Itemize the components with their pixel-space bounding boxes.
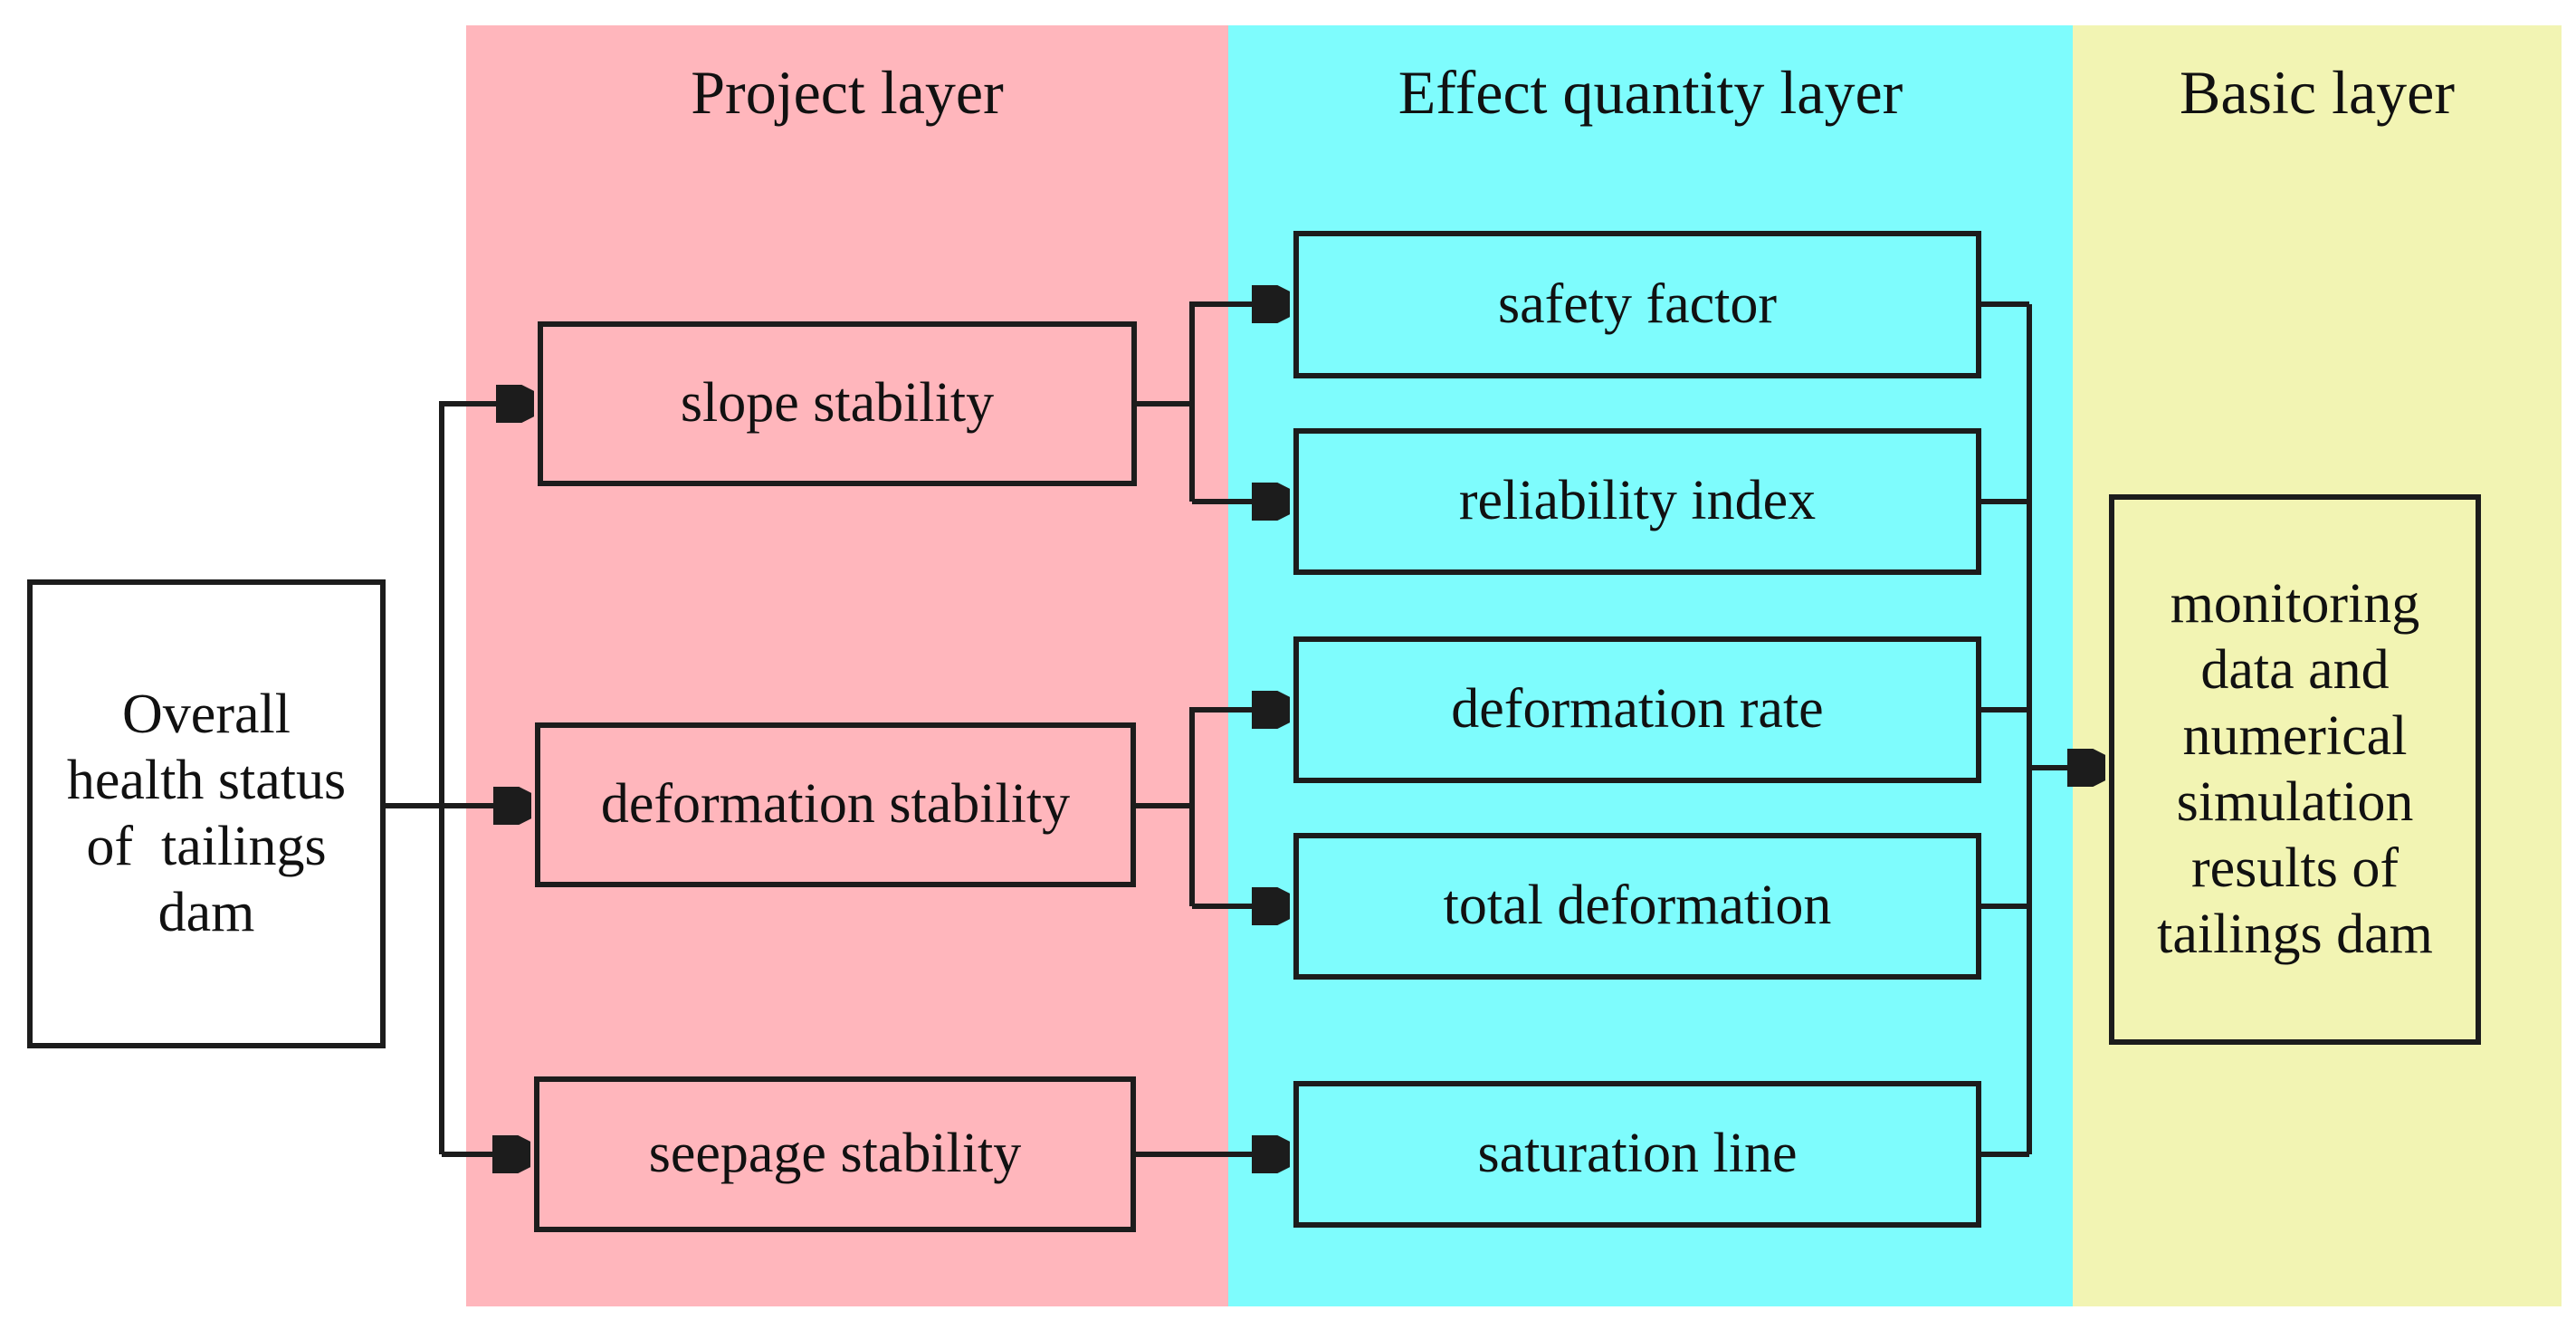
column-header-effect-quantity-layer: Effect quantity layer	[1398, 58, 1903, 127]
node-root-line: dam	[157, 882, 255, 944]
node-monitoring-data: monitoring data and numerical simulation…	[2109, 494, 2481, 1045]
node-monitor-line: simulation	[2176, 771, 2414, 833]
node-root-line: Overall	[122, 683, 291, 745]
node-seepage-stability-label: seepage stability	[648, 1123, 1022, 1185]
node-saturation-line: saturation line	[1293, 1081, 1981, 1228]
node-deformation-rate-label: deformation rate	[1451, 678, 1824, 741]
node-monitor-line: results of	[2190, 837, 2399, 900]
node-deformation-rate: deformation rate	[1293, 636, 1981, 783]
node-reliability-index: reliability index	[1293, 428, 1981, 575]
node-root-line: of tailings	[86, 816, 327, 877]
node-seepage-stability: seepage stability	[534, 1076, 1136, 1232]
node-slope-stability: slope stability	[538, 321, 1137, 486]
node-saturation-line-label: saturation line	[1477, 1123, 1798, 1185]
node-deformation-stability: deformation stability	[535, 722, 1136, 887]
node-slope-stability-label: slope stability	[680, 372, 995, 435]
node-safety-factor: safety factor	[1293, 231, 1981, 378]
node-total-deformation: total deformation	[1293, 833, 1981, 980]
node-monitor-line: numerical	[2182, 704, 2408, 767]
node-overall-health-status: Overall health status of tailings dam	[27, 579, 386, 1048]
node-monitor-line: data and	[2200, 638, 2390, 701]
effect-quantity-layer-band	[1228, 25, 2073, 1306]
column-header-basic-layer: Basic layer	[2180, 58, 2455, 127]
node-total-deformation-label: total deformation	[1443, 875, 1832, 937]
node-deformation-stability-label: deformation stability	[600, 773, 1071, 836]
node-reliability-index-label: reliability index	[1458, 470, 1817, 532]
project-layer-band	[466, 25, 1228, 1306]
column-header-project-layer: Project layer	[691, 58, 1004, 127]
node-safety-factor-label: safety factor	[1497, 273, 1778, 335]
node-root-line: health status	[66, 749, 347, 811]
node-monitor-line: monitoring	[2170, 572, 2420, 635]
node-monitor-line: tailings dam	[2157, 904, 2433, 966]
